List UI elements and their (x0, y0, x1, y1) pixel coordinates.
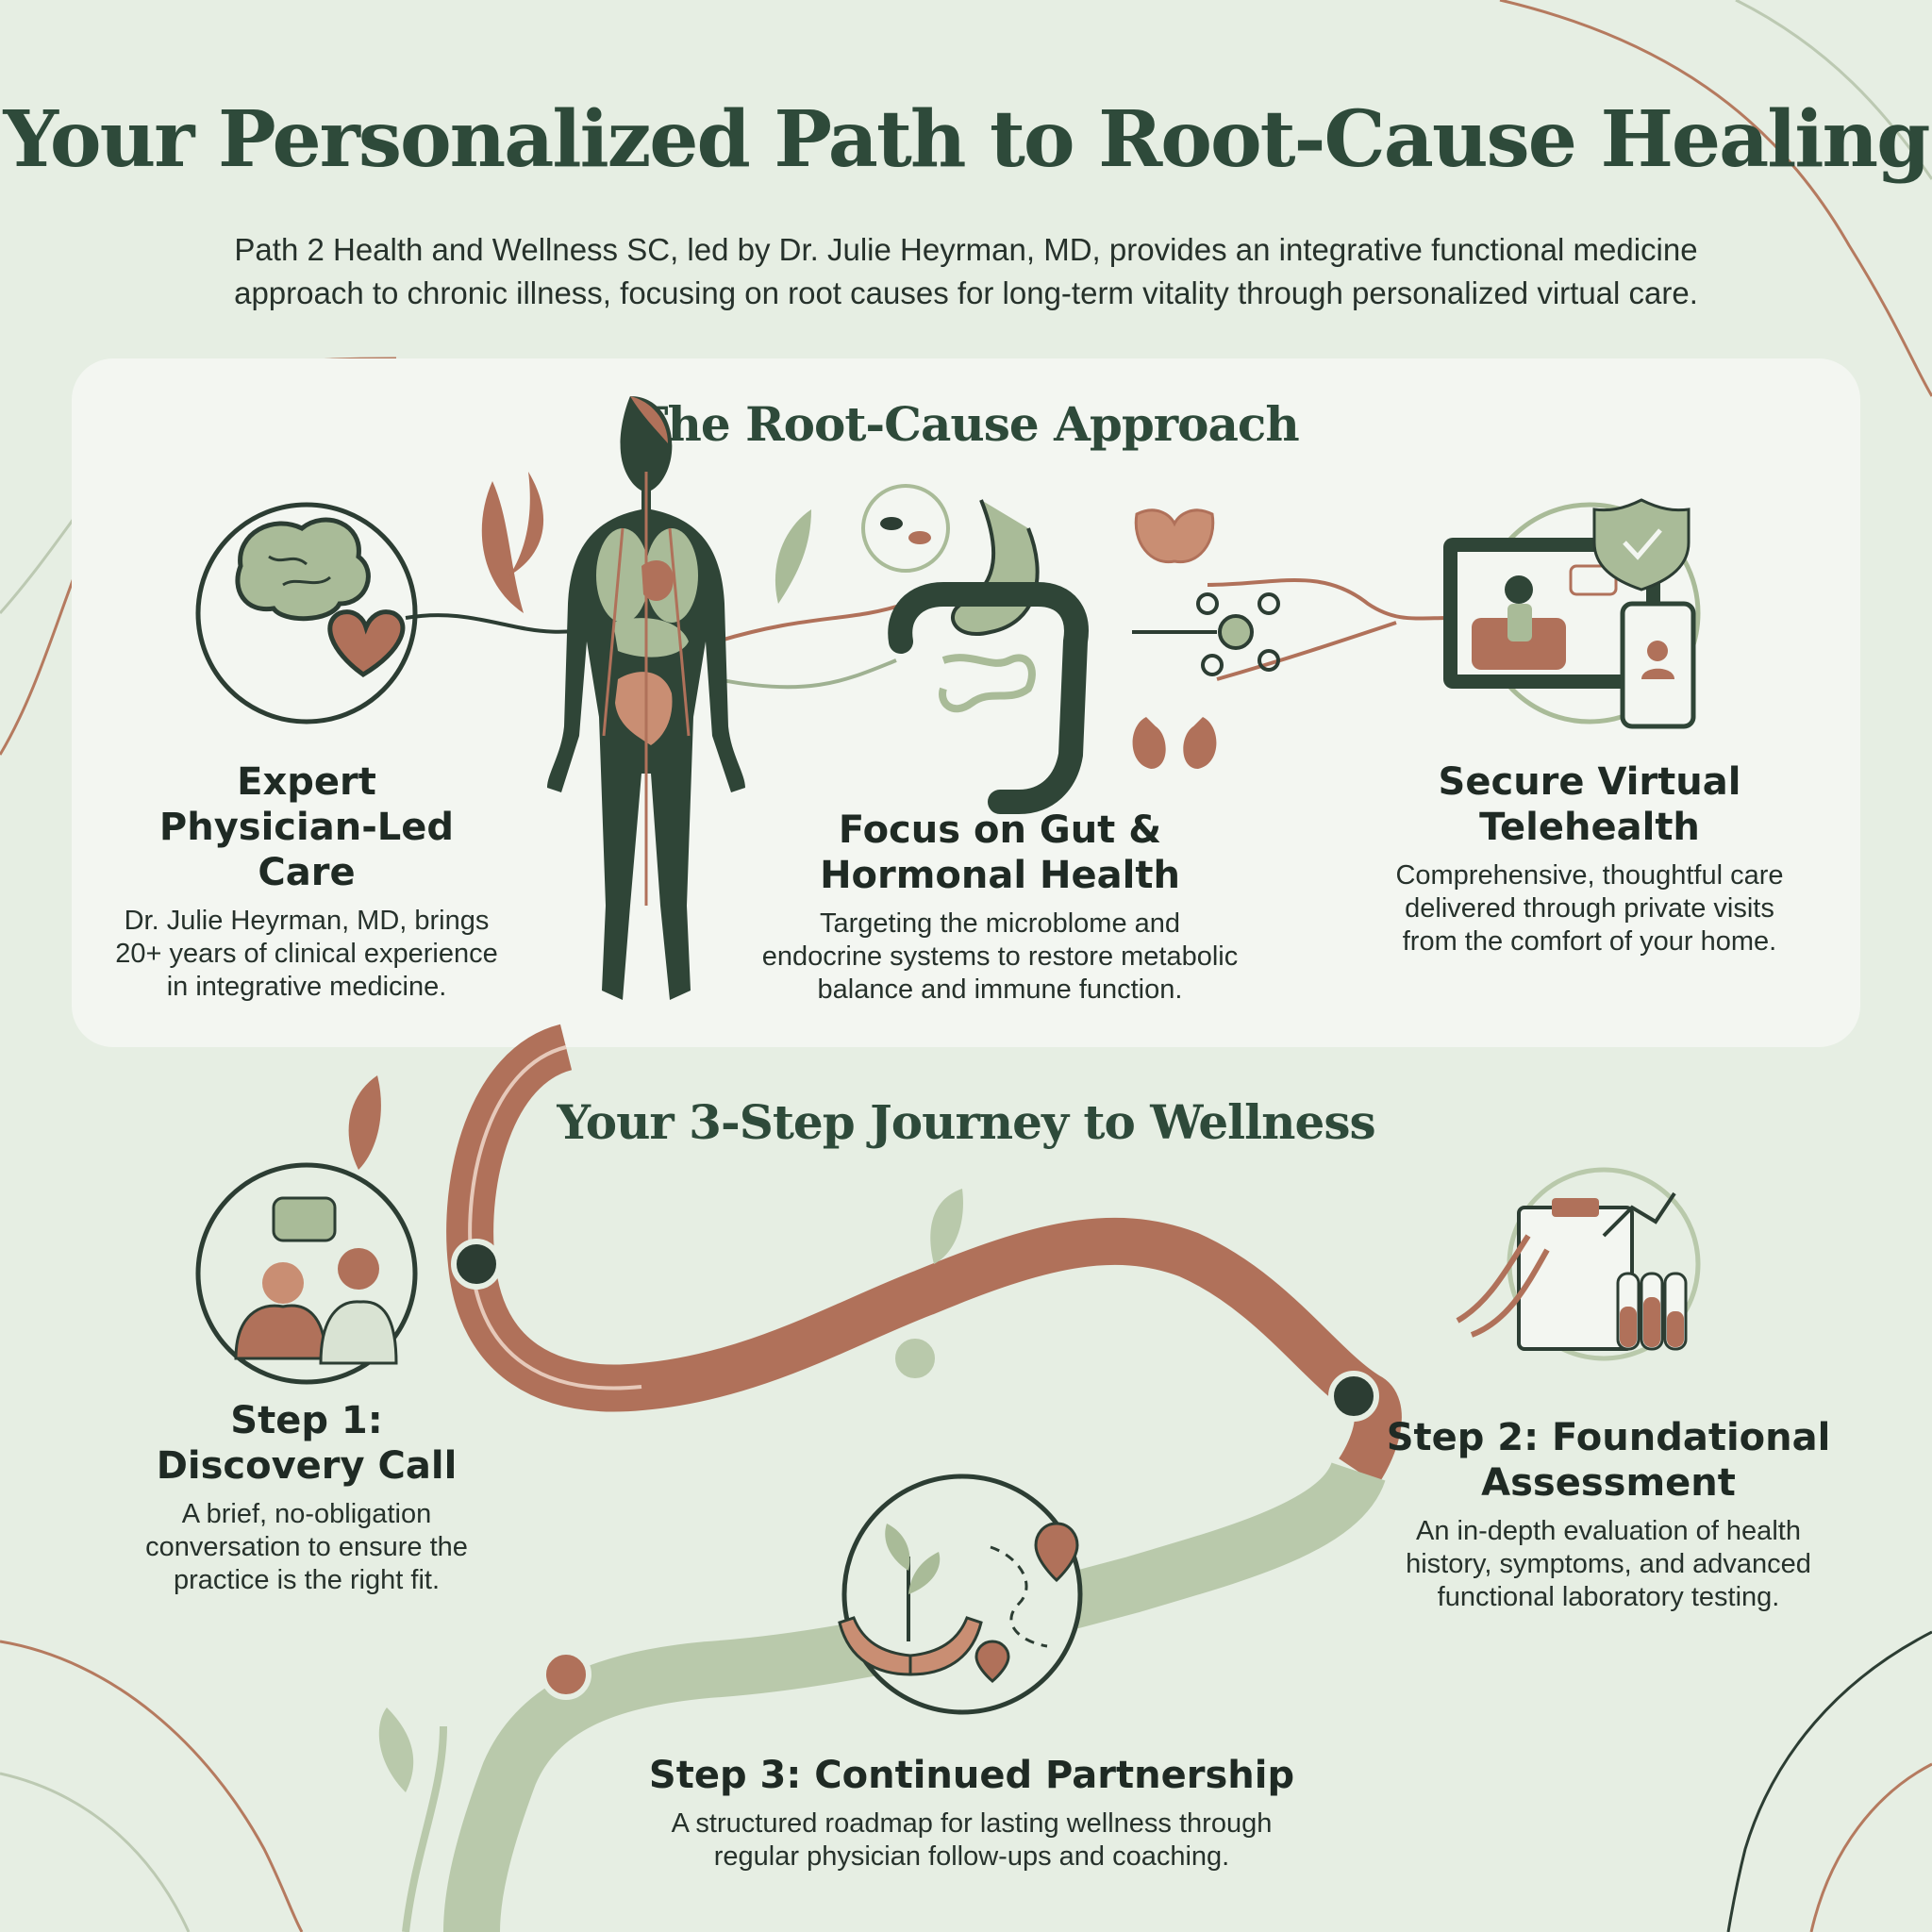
step-title-line: Discovery Call (156, 1444, 458, 1488)
step-description: A brief, no-obligation conversation to e… (113, 1498, 500, 1597)
step-title-line: Step 3: Continued Partnership (648, 1754, 1295, 1797)
step-foundational-assessment: Step 2: Foundational Assessment An in-de… (1358, 1415, 1858, 1614)
feature-desc-line: from the comfort of your home. (1402, 926, 1777, 957)
step-desc-line: A brief, no-obligation (181, 1499, 432, 1529)
step-continued-partnership: Step 3: Continued Partnership A structur… (604, 1753, 1340, 1874)
feature-description: Dr. Julie Heyrman, MD, brings 20+ years … (113, 905, 500, 1004)
feature-title-line: Focus on Gut & (838, 808, 1162, 852)
step-title: Step 1: Discovery Call (113, 1398, 500, 1489)
step-discovery-call: Step 1: Discovery Call A brief, no-oblig… (113, 1398, 500, 1597)
step-desc-line: practice is the right fit. (173, 1565, 441, 1595)
step-title-line: Step 1: (230, 1399, 383, 1442)
journey-title: Your 3-Step Journey to Wellness (557, 1094, 1375, 1150)
step-description: An in-depth evaluation of health history… (1358, 1515, 1858, 1614)
feature-desc-line: 20+ years of clinical experience (115, 939, 498, 969)
journey-path (348, 1024, 1402, 1932)
feature-title-line: Telehealth (1479, 806, 1700, 849)
roadmap-icon (838, 1474, 1083, 1715)
feature-desc-line: delivered through private visits (1405, 893, 1774, 924)
brain-heart-icon (195, 502, 418, 724)
intro-line: approach to chronic illness, focusing on… (234, 275, 1698, 310)
feature-description: Comprehensive, thoughtful care delivered… (1358, 859, 1821, 958)
human-body-icon (481, 396, 811, 1000)
feature-gut-hormonal: Focus on Gut & Hormonal Health Targeting… (717, 808, 1283, 1007)
approach-title: The Root-Cause Approach (633, 396, 1299, 452)
page-title: Your Personalized Path to Root-Cause Hea… (3, 94, 1931, 185)
feature-description: Targeting the microblome and endocrine s… (717, 908, 1283, 1007)
feature-physician-care: Expert Physician-Led Care Dr. Julie Heyr… (113, 759, 500, 1004)
step-title: Step 3: Continued Partnership (604, 1753, 1340, 1798)
feature-title-line: Expert (237, 760, 376, 804)
feature-telehealth: Secure Virtual Telehealth Comprehensive,… (1358, 759, 1821, 958)
intro-line: Path 2 Health and Wellness SC, led by Dr… (234, 232, 1698, 267)
feature-title: Focus on Gut & Hormonal Health (717, 808, 1283, 898)
feature-title-line: Secure Virtual (1438, 760, 1741, 804)
feature-desc-line: Targeting the microblome and (819, 908, 1181, 939)
step-title-line: Assessment (1481, 1461, 1736, 1505)
feature-desc-line: in integrative medicine. (166, 972, 447, 1002)
feature-desc-line: Comprehensive, thoughtful care (1395, 860, 1784, 891)
conversation-icon (195, 1162, 418, 1385)
step-title: Step 2: Foundational Assessment (1358, 1415, 1858, 1506)
step-desc-line: regular physician follow-ups and coachin… (713, 1841, 1230, 1872)
step-desc-line: functional laboratory testing. (1437, 1582, 1780, 1612)
feature-title: Secure Virtual Telehealth (1358, 759, 1821, 850)
feature-title-line: Physician-Led Care (158, 806, 455, 894)
telehealth-icon (1443, 498, 1701, 729)
intro-text: Path 2 Health and Wellness SC, led by Dr… (142, 228, 1790, 315)
gut-hormone-icon (861, 484, 1280, 814)
feature-desc-line: balance and immune function. (817, 974, 1183, 1005)
lab-assessment-icon (1456, 1167, 1701, 1361)
feature-desc-line: Dr. Julie Heyrman, MD, brings (124, 906, 490, 936)
step-description: A structured roadmap for lasting wellnes… (604, 1807, 1340, 1874)
step-desc-line: A structured roadmap for lasting wellnes… (671, 1808, 1273, 1839)
feature-desc-line: endocrine systems to restore metabolic (761, 941, 1239, 972)
step-title-line: Step 2: Foundational (1386, 1416, 1831, 1459)
feature-title: Expert Physician-Led Care (113, 759, 500, 895)
feature-title-line: Hormonal Health (820, 854, 1180, 897)
step-desc-line: history, symptoms, and advanced (1406, 1549, 1811, 1579)
step-desc-line: conversation to ensure the (145, 1532, 468, 1562)
step-desc-line: An in-depth evaluation of health (1416, 1516, 1801, 1546)
